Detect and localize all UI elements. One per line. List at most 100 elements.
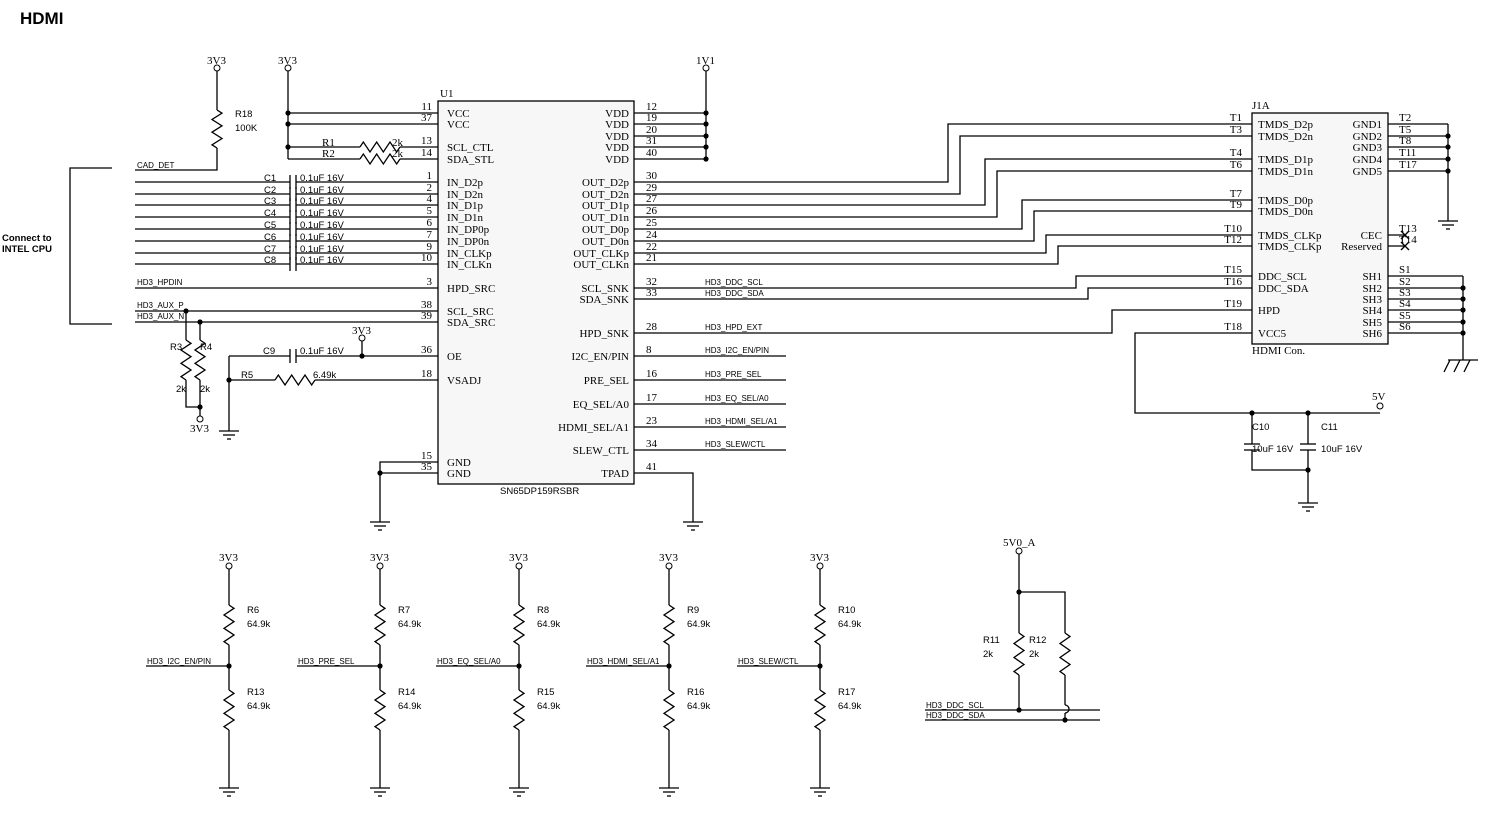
connect-note-1: Connect to bbox=[2, 233, 52, 244]
resistor bbox=[512, 604, 526, 646]
net-aux-n: HD3_AUX_N bbox=[137, 312, 184, 321]
u1-pin-name: OUT_D1n bbox=[582, 212, 630, 224]
divider-net: HD3_PRE_SEL bbox=[298, 657, 355, 666]
junction-dot bbox=[703, 121, 709, 127]
divider-bot-ref: R13 bbox=[247, 687, 264, 698]
ground-symbol bbox=[1298, 497, 1318, 512]
u1-pin-num: 29 bbox=[646, 182, 658, 194]
u1-pin-name: SCL_SNK bbox=[581, 283, 629, 295]
net-control: HD3_I2C_EN/PIN bbox=[705, 346, 769, 355]
u1-pin-num: 5 bbox=[427, 205, 433, 217]
u1-pin-num: 39 bbox=[421, 310, 433, 322]
wire bbox=[135, 148, 218, 171]
junction-dot bbox=[197, 404, 203, 410]
cap-ref: C2 bbox=[264, 185, 276, 196]
u1-pin-name: HPD_SNK bbox=[579, 328, 629, 340]
j1-pin-name: TMDS_D0n bbox=[1258, 206, 1314, 218]
u1-pin-name: VDD bbox=[605, 108, 629, 120]
cap-ref: C8 bbox=[264, 255, 276, 266]
u1-pin-num: 31 bbox=[646, 135, 657, 147]
cap-ref: C6 bbox=[264, 232, 276, 243]
resistor bbox=[373, 689, 387, 731]
u1-pin-num: 13 bbox=[421, 135, 433, 147]
u1-pin-num: 23 bbox=[646, 415, 658, 427]
u1-pin-name: IN_D1p bbox=[447, 200, 484, 212]
resistor bbox=[359, 152, 401, 166]
power-terminal bbox=[358, 334, 366, 342]
chassis-ground-hatch bbox=[1453, 359, 1461, 373]
power-label-3v3: 3V3 bbox=[278, 55, 297, 67]
cap-ref: C1 bbox=[264, 173, 276, 184]
resistor bbox=[359, 140, 401, 154]
u1-pin-num: 28 bbox=[646, 321, 658, 333]
r4-ref: R4 bbox=[200, 342, 212, 353]
j1-pin-name: SH6 bbox=[1362, 328, 1382, 340]
r1-value: 2k bbox=[392, 137, 404, 149]
j1-ref: J1A bbox=[1252, 100, 1270, 112]
wire bbox=[634, 275, 1252, 289]
j1-pin-num: T8 bbox=[1399, 135, 1412, 147]
u1-pin-name: SDA_SNK bbox=[579, 294, 629, 306]
u1-pin-name: VCC bbox=[447, 108, 470, 120]
u1-pin-num: 2 bbox=[427, 182, 433, 194]
u1-pin-num: 8 bbox=[646, 344, 652, 356]
divider-net: HD3_I2C_EN/PIN bbox=[147, 657, 211, 666]
u1-pin-name: VSADJ bbox=[447, 375, 482, 387]
j1-pin-num: T2 bbox=[1399, 112, 1411, 124]
divider-top-ref: R9 bbox=[687, 605, 699, 616]
u1-pin-num: 25 bbox=[646, 217, 658, 229]
u1-pin-name: GND bbox=[447, 468, 471, 480]
u1-pin-num: 41 bbox=[646, 461, 657, 473]
u1-pin-name: IN_CLKn bbox=[447, 259, 492, 271]
j1-pin-num: T17 bbox=[1399, 159, 1417, 171]
ground-symbol bbox=[810, 782, 830, 797]
cap-value: 0.1uF 16V bbox=[300, 185, 344, 196]
u1-pin-num: 27 bbox=[646, 193, 658, 205]
u1-pin-name: VDD bbox=[605, 119, 629, 131]
divider-top-value: 64.9k bbox=[247, 619, 270, 630]
u1-pin-name: OUT_D2n bbox=[582, 189, 630, 201]
u1-pin-num: 30 bbox=[646, 170, 658, 182]
u1-pin-num: 3 bbox=[427, 276, 433, 288]
ground-symbol bbox=[219, 425, 239, 440]
ground-symbol bbox=[509, 782, 529, 797]
j1-pin-num: T1 bbox=[1230, 112, 1242, 124]
u1-pin-num: 14 bbox=[421, 147, 433, 159]
j1-pin-name: GND4 bbox=[1353, 154, 1383, 166]
u1-pin-num: 21 bbox=[646, 252, 657, 264]
power-label-5v: 5V bbox=[1372, 391, 1386, 403]
u1-pin-name: IN_DP0p bbox=[447, 224, 490, 236]
net-control: HD3_HDMI_SEL/A1 bbox=[705, 417, 778, 426]
u1-pin-num: 4 bbox=[427, 193, 433, 205]
r11-ref: R11 bbox=[983, 635, 1000, 646]
power-label-1v1: 1V1 bbox=[696, 55, 715, 67]
j1-pin-num: T4 bbox=[1230, 147, 1243, 159]
wire bbox=[1134, 332, 1380, 414]
u1-pin-name: OUT_D2p bbox=[582, 177, 630, 189]
u1-pin-num: 16 bbox=[646, 368, 658, 380]
u1-pin-name: VCC bbox=[447, 119, 470, 131]
wire bbox=[69, 167, 112, 325]
net-hpd-ext: HD3_HPD_EXT bbox=[705, 323, 762, 332]
power-label-3v3: 3V3 bbox=[509, 552, 528, 564]
u1-pin-num: 20 bbox=[646, 124, 658, 136]
u1-pin-num: 36 bbox=[421, 344, 433, 356]
wire bbox=[634, 158, 1252, 206]
resistor bbox=[813, 689, 827, 731]
cap-value: 0.1uF 16V bbox=[300, 208, 344, 219]
divider-bot-value: 64.9k bbox=[247, 701, 270, 712]
j1-pin-num: T10 bbox=[1224, 223, 1242, 235]
resistor bbox=[193, 339, 207, 381]
c10-ref: C10 bbox=[1252, 422, 1269, 433]
j1-pin-name: TMDS_D0p bbox=[1258, 195, 1314, 207]
j1-pin-name: GND5 bbox=[1353, 166, 1383, 178]
u1-pin-name: SDA_SRC bbox=[447, 317, 495, 329]
net-control: HD3_PRE_SEL bbox=[705, 370, 762, 379]
u1-pin-num: 18 bbox=[421, 368, 433, 380]
junction-dot bbox=[703, 110, 709, 116]
component-group bbox=[179, 64, 1478, 797]
u1-pin-num: 19 bbox=[646, 112, 658, 124]
j1-pin-name: SH5 bbox=[1362, 317, 1382, 329]
junction-dot bbox=[1305, 467, 1311, 473]
wire bbox=[379, 461, 438, 516]
